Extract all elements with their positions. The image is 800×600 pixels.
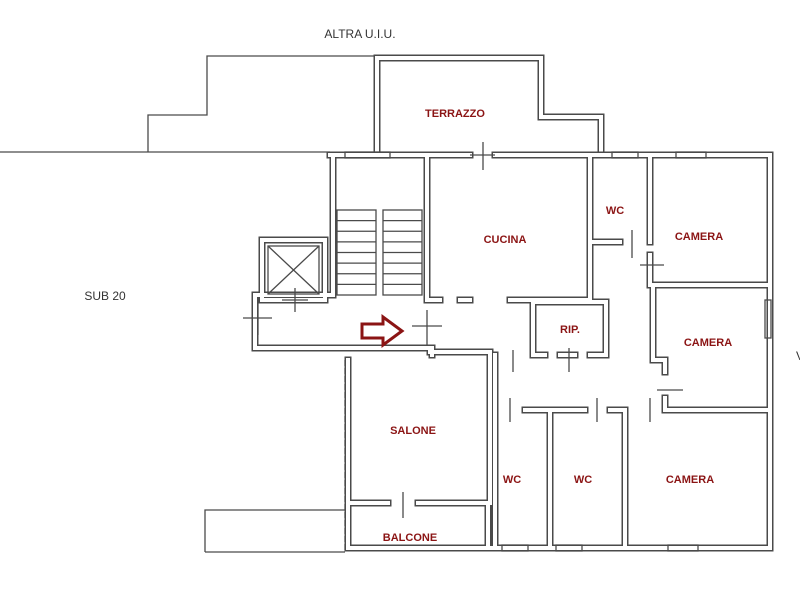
neighbor-outlines <box>0 55 376 553</box>
room-wc-right: WC <box>574 474 592 486</box>
room-cucina: CUCINA <box>484 234 527 246</box>
room-camera-bottom: CAMERA <box>666 474 714 486</box>
label-altra-uiu: ALTRA U.I.U. <box>324 27 395 41</box>
room-camera-top: CAMERA <box>675 231 723 243</box>
room-salone: SALONE <box>390 425 436 437</box>
label-right-cut: V <box>796 349 800 363</box>
room-balcone: BALCONE <box>383 532 437 544</box>
room-camera-mid: CAMERA <box>684 337 732 349</box>
label-sub-20: SUB 20 <box>84 289 126 303</box>
arrow-right-icon <box>360 314 405 348</box>
room-wc-top: WC <box>606 205 624 217</box>
room-wc-left: WC <box>503 474 521 486</box>
room-terrazzo: TERRAZZO <box>425 108 485 120</box>
elevator-cross-icon <box>267 245 320 295</box>
doors <box>243 142 772 552</box>
staircase <box>336 209 423 296</box>
terrace-walls <box>373 54 605 154</box>
walls <box>251 151 774 552</box>
room-rip: RIP. <box>560 324 580 336</box>
